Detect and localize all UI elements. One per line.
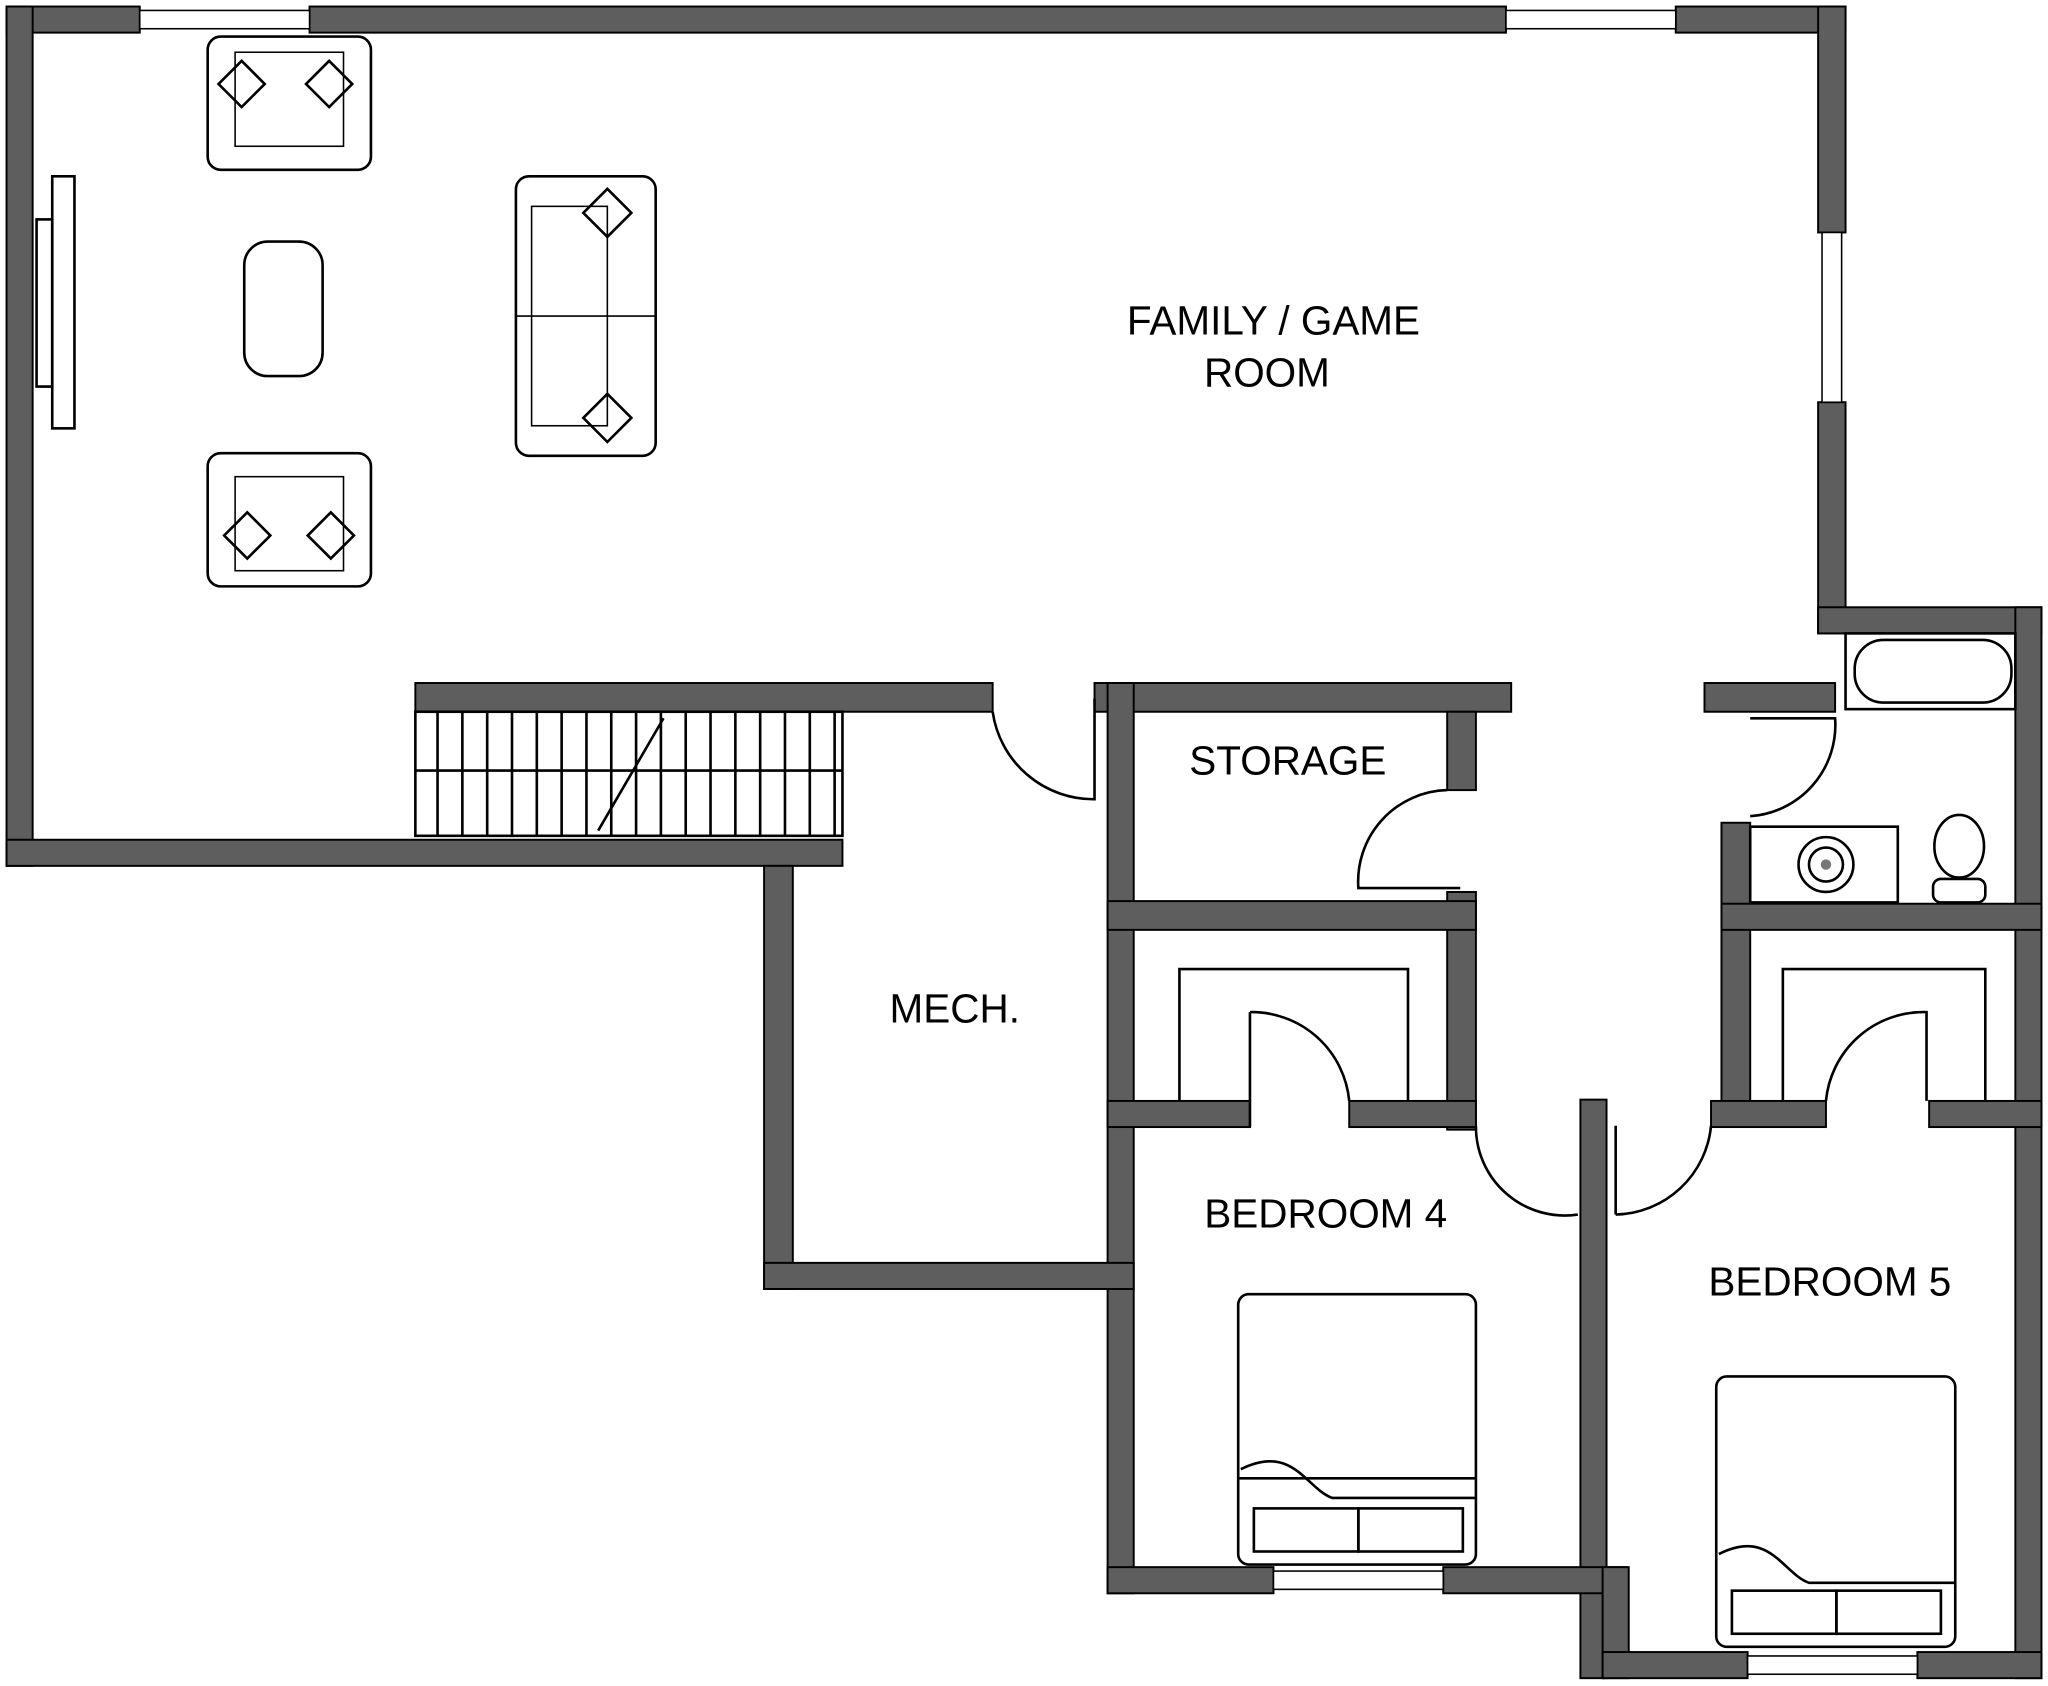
stairs xyxy=(414,710,844,838)
label-family-room-2: ROOM xyxy=(1204,350,1330,396)
armchair-top xyxy=(206,35,373,172)
label-bedroom-4: BEDROOM 4 xyxy=(1204,1191,1447,1237)
furniture xyxy=(35,35,2017,1649)
walls xyxy=(5,5,2043,1680)
room-labels: FAMILY / GAME ROOM STORAGE MECH. BEDROOM… xyxy=(890,297,1952,1304)
closet-shelves xyxy=(1178,967,1987,1101)
sofa xyxy=(514,174,657,458)
coffee-table xyxy=(242,240,324,378)
label-bedroom-5: BEDROOM 5 xyxy=(1708,1259,1951,1305)
windows xyxy=(138,9,1919,1676)
doors xyxy=(991,698,1928,1217)
vanity-sink xyxy=(1748,825,1900,904)
bathtub xyxy=(1844,632,2017,711)
bed-bedroom4 xyxy=(1236,1292,1478,1566)
label-mech: MECH. xyxy=(890,986,1020,1032)
label-storage: STORAGE xyxy=(1189,737,1386,783)
tv-stand xyxy=(50,174,76,430)
toilet xyxy=(1931,813,1987,904)
label-family-room: FAMILY / GAME xyxy=(1127,297,1420,343)
armchair-bottom xyxy=(206,451,373,588)
bed-bedroom5 xyxy=(1714,1375,1957,1649)
